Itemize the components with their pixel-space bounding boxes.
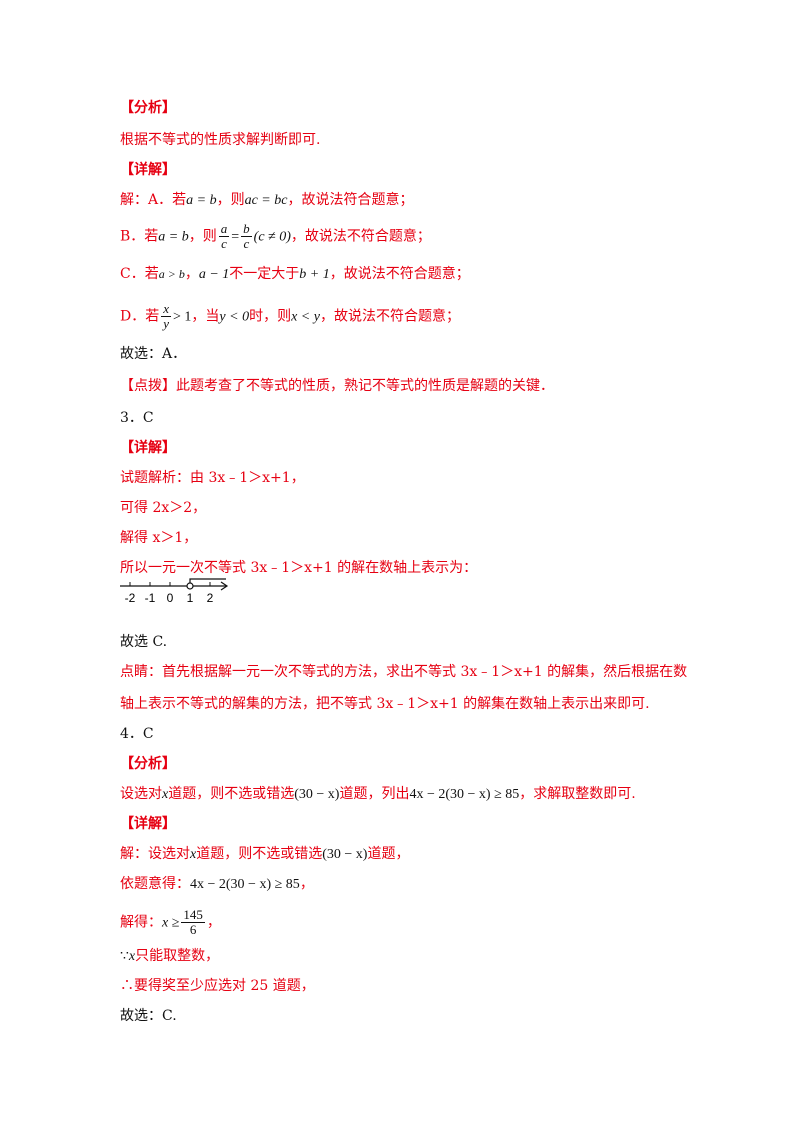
number-line-tick-label: 2	[207, 591, 214, 605]
text-segment: 只能取整数，	[135, 948, 220, 964]
text-segment: ，则	[216, 192, 245, 208]
math-expression: b + 1	[299, 267, 330, 282]
solution-text: ∵x只能取整数，	[120, 946, 219, 967]
math-expression: (30 − x)	[322, 847, 368, 862]
text-segment: ，	[299, 876, 314, 892]
question-number: 4．C	[120, 726, 154, 742]
text-segment: ，故说法不符合题意；	[319, 308, 460, 325]
number-line-tick-label: -1	[145, 591, 156, 605]
text-segment: B．若	[120, 228, 159, 245]
text-segment: D．若	[120, 308, 160, 325]
text-segment: 解：设选对	[120, 846, 190, 862]
text-segment: 依题意得：	[120, 876, 190, 892]
text-segment: ，	[184, 266, 199, 282]
number-line-tick-label: 1	[187, 591, 194, 605]
text-segment: ，	[206, 914, 221, 931]
math-expression: x	[190, 847, 197, 862]
math-expression: a = b	[186, 193, 217, 208]
fraction-numerator: 145	[181, 907, 205, 923]
text-segment: ，则	[188, 228, 217, 245]
solution-text: 可得 2x＞2，	[120, 500, 207, 516]
text-segment: ，求解取整数即可.	[519, 786, 636, 802]
math-expression: x < y	[291, 309, 320, 325]
section-heading-detail: 【详解】	[120, 816, 176, 832]
answer-line: 故选：A．	[120, 346, 187, 362]
math-expression: > 1	[173, 309, 192, 325]
section-heading-analysis: 【分析】	[120, 756, 176, 772]
number-line-arrow	[220, 581, 229, 591]
math-expression: 4x − 2(30 − x) ≥ 85	[190, 877, 300, 892]
section-heading-detail: 【详解】	[120, 440, 176, 456]
solution-option-c: C．若a > b，a − 1不一定大于b + 1，故说法不符合题意；	[120, 264, 470, 285]
solution-text: 解得 x＞1，	[120, 530, 198, 546]
number-line-tick-label: 0	[167, 591, 174, 605]
number-line-tick-label: -2	[125, 591, 136, 605]
solution-option-a: 解：A．若a = b，则ac = bc，故说法符合题意；	[120, 190, 413, 211]
fraction-denominator: c	[243, 236, 250, 251]
text-segment: 设选对	[120, 786, 162, 802]
solution-text: 解：设选对x道题，则不选或错选(30 − x)道题，	[120, 844, 409, 865]
because-symbol: ∵	[120, 949, 129, 964]
math-expression: (c ≠ 0)	[253, 229, 291, 245]
text-segment: 时，则	[249, 308, 292, 325]
text-segment: 不一定大于	[229, 266, 300, 282]
solution-text: 所以一元一次不等式 3x﹣1＞x+1 的解在数轴上表示为：	[120, 560, 478, 576]
text-segment: 解：A．若	[120, 192, 187, 208]
text-segment: ，故说法符合题意；	[287, 192, 414, 208]
answer-line: 故选 C.	[120, 634, 168, 650]
number-line: -2 -1 0 1 2	[120, 578, 229, 605]
text-segment: 道题，列出	[339, 786, 410, 802]
fraction-denominator: y	[163, 316, 170, 331]
fraction-numerator: b	[241, 221, 252, 237]
section-heading-analysis: 【分析】	[120, 100, 176, 116]
text-segment: 解得：	[120, 914, 162, 931]
math-expression: x	[162, 787, 169, 802]
text-segment: ，当	[191, 308, 220, 325]
math-expression: ac = bc	[244, 193, 288, 208]
math-expression: 4x − 2(30 − x) ≥ 85	[409, 787, 520, 802]
solution-text: 试题解析：由 3x﹣1＞x+1，	[120, 470, 305, 486]
math-expression: (30 − x)	[294, 787, 340, 802]
fraction-denominator: c	[221, 236, 227, 251]
question-number: 3．C	[120, 410, 154, 426]
math-expression: a = b	[158, 229, 189, 245]
math-operator: =	[231, 229, 240, 245]
text-segment: ，故说法不符合题意；	[290, 228, 431, 245]
math-expression: a > b	[158, 267, 185, 281]
fraction-numerator: x	[161, 301, 172, 317]
analysis-text: 根据不等式的性质求解判断即可.	[120, 132, 321, 148]
open-circle	[186, 582, 194, 590]
text-segment: 道题，	[367, 846, 410, 862]
text-segment: 道题，则不选或错选	[196, 846, 323, 862]
text-segment: ，故说法不符合题意；	[329, 266, 470, 282]
solution-text: 依题意得：4x − 2(30 − x) ≥ 85，	[120, 874, 314, 895]
tip-line: 【点拨】此题考查了不等式的性质，熟记不等式的性质是解题的关键．	[120, 378, 554, 394]
math-expression: a − 1	[198, 267, 230, 282]
math-expression: x	[128, 949, 136, 964]
solution-ray	[189, 578, 226, 583]
math-expression: y < 0	[219, 309, 250, 325]
fraction-numerator: a	[218, 221, 230, 237]
section-heading-detail: 【详解】	[120, 162, 176, 178]
answer-line: 故选：C.	[120, 1008, 177, 1024]
comment-text: 轴上表示不等式的解集的方法，把不等式 3x﹣1＞x+1 的解集在数轴上表示出来即…	[120, 696, 650, 712]
fraction-denominator: 6	[189, 922, 197, 937]
text-segment: 道题，则不选或错选	[168, 786, 295, 802]
math-expression: x ≥	[162, 915, 180, 931]
comment-text: 点睛：首先根据解一元一次不等式的方法，求出不等式 3x﹣1＞x+1 的解集，然后…	[120, 664, 688, 680]
analysis-text: 设选对x道题，则不选或错选(30 − x)道题，列出4x − 2(30 − x)…	[120, 784, 636, 805]
text-segment: C．若	[120, 266, 159, 282]
solution-text: ∴要得奖至少应选对 25 道题，	[120, 978, 315, 994]
